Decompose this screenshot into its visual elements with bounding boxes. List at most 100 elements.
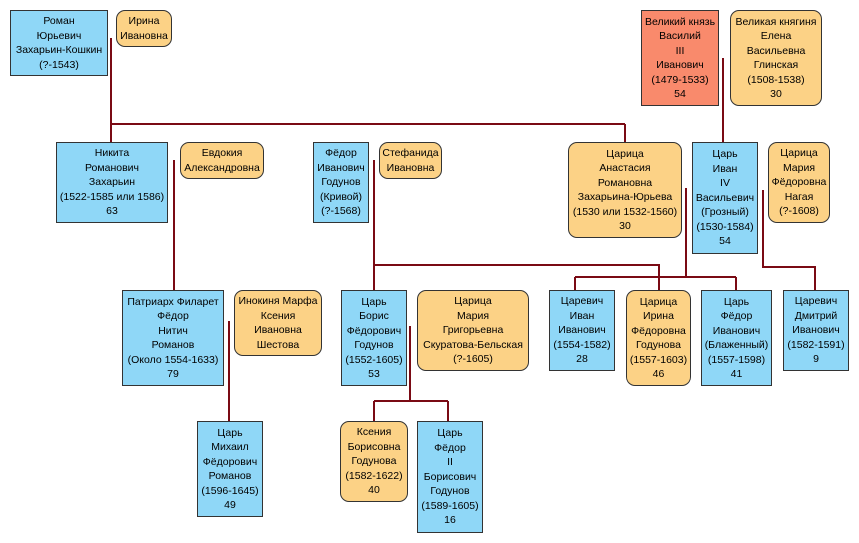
- person-text-line: 16: [444, 514, 456, 527]
- person-text-line: Борисовна: [347, 440, 401, 453]
- person-text-line: (?-1568): [321, 205, 361, 218]
- person-text-line: Патриарх Филарет: [127, 295, 219, 308]
- person-text-line: Годунов: [430, 485, 470, 498]
- person-text-line: Фёдор: [720, 310, 753, 322]
- person-text-line: (?-1608): [779, 205, 819, 218]
- person-text-line: Шестова: [256, 338, 300, 351]
- person-text-line: Инокиня Марфа: [238, 295, 318, 307]
- person-text-line: (?-1543): [39, 58, 79, 71]
- person-text-line: 41: [730, 368, 743, 380]
- person-text-line: (1554-1582): [553, 338, 611, 351]
- person-text-line: Борисович: [423, 470, 477, 483]
- person-text-line: Царица: [606, 147, 644, 160]
- person-text-line: IV: [720, 177, 730, 190]
- person-text-line: II: [447, 456, 453, 469]
- person-text-line: 46: [652, 368, 665, 380]
- person-text-line: Царь: [217, 426, 243, 439]
- person-text-line: Васильевна: [746, 44, 806, 57]
- person-text-line: Захарьина-Юрьева: [577, 191, 673, 203]
- person-text-line: Елена: [760, 30, 792, 42]
- person-text-line: Иванович: [317, 161, 365, 174]
- person-text-line: 9: [813, 353, 819, 366]
- person-text-line: Годунов: [354, 339, 394, 351]
- person-text-line: Нитич: [158, 324, 188, 337]
- person-text-line: (1557-1598): [707, 353, 766, 366]
- person-text-line: III: [675, 44, 685, 57]
- person-text-line: (1589-1605): [421, 499, 479, 512]
- person-text-line: (1582-1622): [345, 469, 403, 482]
- person-text-line: (1508-1538): [747, 73, 805, 86]
- person-text-line: (1522-1585 или 1586): [59, 190, 165, 203]
- person-text-line: Дмитрий: [794, 309, 838, 322]
- person-text-line: Иванович: [712, 324, 761, 337]
- person-text-line: Глинская: [753, 59, 799, 71]
- person-text-line: (Кривой): [320, 190, 362, 203]
- person-text-line: Роман: [43, 15, 75, 27]
- person-text-line: Фёдоровна: [771, 176, 827, 189]
- person-text-line: Ирина: [128, 15, 160, 27]
- person-text-line: Скуратова-Бельская: [423, 338, 523, 351]
- person-text-line: Романов: [151, 339, 195, 351]
- person-text-line: Евдокия: [201, 147, 243, 159]
- person-text-line: (Грозный): [701, 206, 749, 219]
- link-roman-couple-to-children: [110, 38, 626, 143]
- person-text-line: Ксения: [356, 426, 392, 439]
- person-text-line: Царь: [723, 295, 750, 308]
- person-text-line: Ксения: [260, 309, 296, 322]
- link-ivan-anastasia-to-children: [374, 188, 737, 290]
- person-text-line: 53: [368, 368, 380, 380]
- person-text-line: Захарьин-Кошкин: [15, 44, 103, 56]
- person-text-line: Иванович: [792, 324, 840, 337]
- person-text-line: (1530 или 1532-1560): [572, 205, 678, 218]
- person-text-line: Царица: [780, 147, 818, 160]
- person-text-line: Романов: [208, 470, 252, 482]
- person-text-line: Годунова: [351, 455, 397, 468]
- person-text-line: Мария: [782, 161, 816, 174]
- link-ivan-nagaya-to-dmitry: [762, 190, 816, 290]
- person-text-line: Борис: [359, 310, 389, 322]
- person-text-line: Захарьин: [88, 176, 136, 189]
- person-text-line: Иванович: [558, 324, 606, 337]
- person-text-line: Фёдор: [325, 147, 357, 160]
- person-text-line: Фёдор: [434, 441, 466, 454]
- person-text-line: 28: [576, 353, 588, 366]
- person-text-line: (1557-1603): [629, 353, 688, 366]
- person-text-line: Иванович: [656, 59, 704, 71]
- person-text-line: Годунова: [636, 339, 681, 351]
- link-boris-maria-to-children: [373, 326, 449, 421]
- person-text-line: Стефанида: [382, 147, 439, 159]
- person-text-line: Царица: [454, 295, 492, 308]
- person-text-line: Царица: [639, 295, 678, 308]
- person-text-line: Иван: [569, 309, 595, 322]
- person-text-line: Фёдорович: [202, 455, 258, 468]
- person-text-line: Васильевич: [695, 191, 755, 204]
- person-text-line: Юрьевич: [36, 29, 82, 42]
- person-text-line: Анастасия: [599, 162, 651, 174]
- person-text-line: Александровна: [184, 161, 260, 174]
- person-text-line: Фёдор: [157, 310, 189, 322]
- person-text-line: Царь: [437, 427, 463, 440]
- person-text-line: Ивановна: [254, 324, 302, 336]
